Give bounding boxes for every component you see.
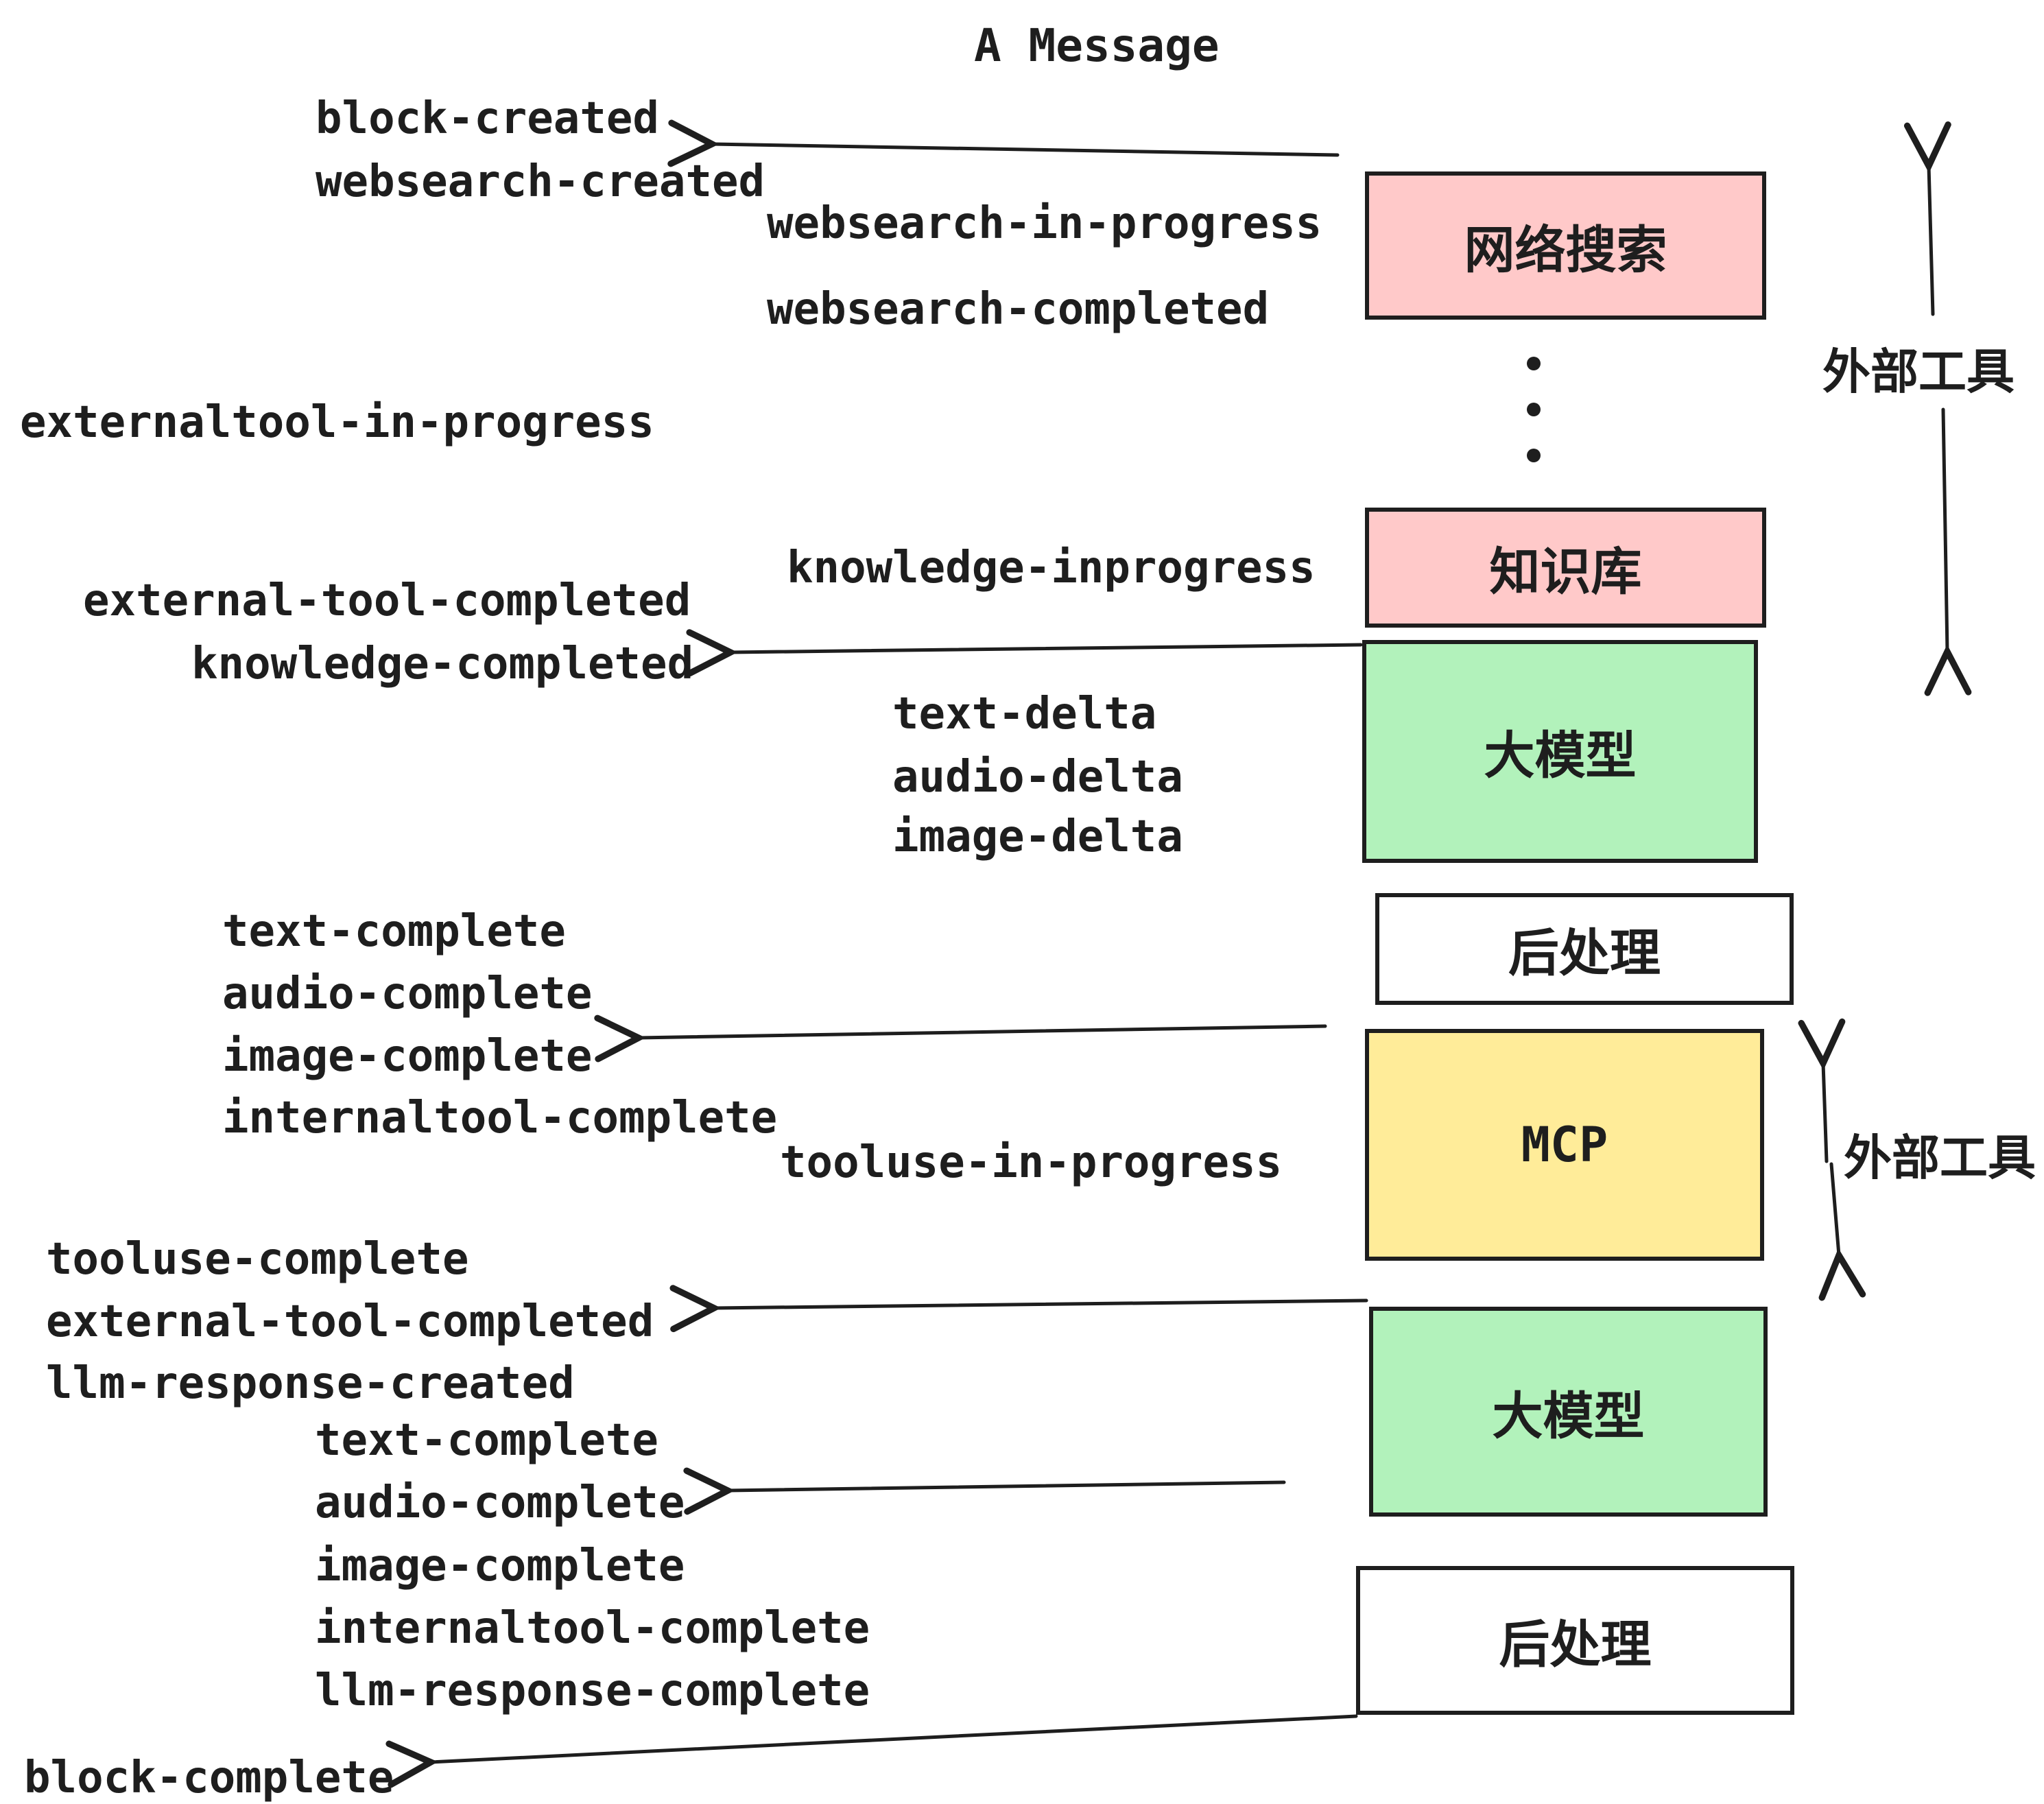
event-llm-response-created: llm-response-created <box>46 1358 575 1409</box>
event-internaltool-complete-2: internaltool-complete <box>315 1603 870 1654</box>
event-tooluse-complete: tooluse-complete <box>46 1234 469 1285</box>
arrow-knowledge-completed <box>686 629 1363 677</box>
event-text-delta-1: text-delta <box>892 689 1157 739</box>
external-tools-label-top: 外部工具 <box>1822 344 2015 400</box>
event-llm-response-complete: llm-response-complete <box>315 1665 870 1716</box>
event-image-complete-1: image-complete <box>222 1031 593 1082</box>
event-websearch-completed: websearch-completed <box>767 284 1270 335</box>
event-tooluse-in-progress: tooluse-in-progress <box>780 1137 1283 1188</box>
node-llm-2-label: 大模型 <box>1492 1386 1645 1446</box>
event-block-created: block-created <box>316 93 659 144</box>
arrow-block-created <box>667 119 1340 167</box>
node-websearch: 网络搜索 <box>1365 171 1766 320</box>
external-tools-down-arrow <box>1924 407 1972 696</box>
node-postprocess-2-label: 后处理 <box>1499 1615 1652 1674</box>
event-audio-complete-1: audio-complete <box>222 969 593 1019</box>
event-externaltool-in-progress: externaltool-in-progress <box>20 397 654 448</box>
event-image-delta-1: image-delta <box>892 811 1183 862</box>
node-llm-1: 大模型 <box>1362 640 1758 863</box>
event-block-complete: block-complete <box>24 1753 394 1803</box>
external-tools-up-arrow <box>1903 121 1951 316</box>
node-mcp: MCP <box>1365 1029 1764 1261</box>
arrow-block-complete <box>385 1714 1358 1788</box>
page-title: A Message <box>974 19 1220 72</box>
event-internaltool-complete-1: internaltool-complete <box>222 1093 778 1143</box>
event-audio-complete-2: audio-complete <box>315 1477 685 1528</box>
mcp-external-tools-down-arrow <box>1818 1162 1866 1301</box>
event-text-complete-2: text-complete <box>315 1415 658 1466</box>
event-text-complete-1: text-complete <box>222 906 566 957</box>
event-external-tool-completed-2: external-tool-completed <box>46 1296 654 1347</box>
arrow-external-tool-completed <box>669 1285 1368 1333</box>
node-postprocess-2: 后处理 <box>1356 1566 1794 1715</box>
arrow-image-complete <box>594 1014 1327 1063</box>
event-image-complete-2: image-complete <box>315 1541 685 1591</box>
arrow-audio-complete <box>683 1467 1286 1515</box>
node-postprocess-1-label: 后处理 <box>1508 924 1661 983</box>
event-external-tool-completed-1: external-tool-completed <box>83 575 691 626</box>
vertical-ellipsis-icon <box>1527 357 1541 462</box>
event-knowledge-completed: knowledge-completed <box>191 639 694 689</box>
external-tools-label-mcp: 外部工具 <box>1844 1130 2036 1186</box>
node-mcp-label: MCP <box>1521 1117 1608 1173</box>
event-knowledge-inprogress: knowledge-inprogress <box>787 543 1316 593</box>
event-websearch-created: websearch-created <box>316 156 765 207</box>
node-llm-2: 大模型 <box>1369 1307 1768 1517</box>
node-knowledge-base-label: 知识库 <box>1489 543 1642 602</box>
node-knowledge-base: 知识库 <box>1365 508 1766 628</box>
node-llm-1-label: 大模型 <box>1484 726 1637 785</box>
mcp-external-tools-up-arrow <box>1798 1018 1846 1163</box>
node-postprocess-1: 后处理 <box>1375 893 1794 1005</box>
event-websearch-in-progress: websearch-in-progress <box>767 198 1322 249</box>
node-websearch-label: 网络搜索 <box>1464 220 1667 280</box>
event-audio-delta-1: audio-delta <box>892 752 1183 803</box>
